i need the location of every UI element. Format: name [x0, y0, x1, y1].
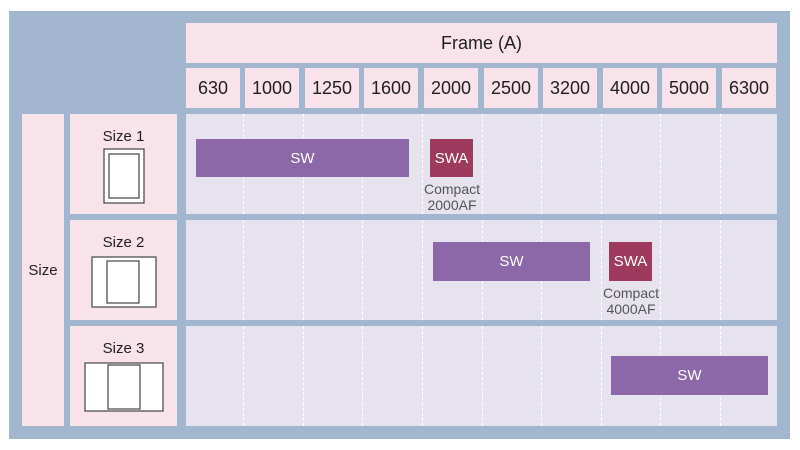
compact-note: Compact 2000AF — [410, 181, 494, 213]
tick-label: 2000 — [424, 68, 478, 108]
note-line: Compact — [423, 181, 481, 197]
row-label-text: Size 3 — [102, 340, 145, 357]
swa-bar: SWA — [430, 139, 473, 177]
tick-label: 6300 — [722, 68, 776, 108]
row-label-text: Size 1 — [102, 128, 145, 145]
swa-bar: SWA — [609, 242, 652, 281]
note-line: 4000AF — [606, 301, 656, 317]
tick-label: 3200 — [543, 68, 597, 108]
frame-header: Frame (A) — [186, 23, 777, 63]
tick-label: 5000 — [662, 68, 716, 108]
portrait-frame-icon — [103, 148, 145, 204]
tick-label: 4000 — [603, 68, 657, 108]
sw-bar: SW — [611, 356, 768, 395]
sw-bar: SW — [196, 139, 409, 177]
large-frame-icon — [84, 362, 164, 412]
note-line: Compact — [602, 285, 660, 301]
medium-frame-icon — [91, 256, 157, 308]
note-line: 2000AF — [427, 197, 477, 213]
tick-label: 630 — [186, 68, 240, 108]
tick-label: 1000 — [245, 68, 299, 108]
row-label-text: Size 2 — [102, 234, 145, 251]
sw-bar: SW — [433, 242, 590, 281]
tick-label: 1250 — [305, 68, 359, 108]
size-axis-label: Size — [22, 114, 64, 426]
compact-note: Compact 4000AF — [589, 285, 673, 317]
tick-label: 1600 — [364, 68, 418, 108]
tick-label: 2500 — [484, 68, 538, 108]
